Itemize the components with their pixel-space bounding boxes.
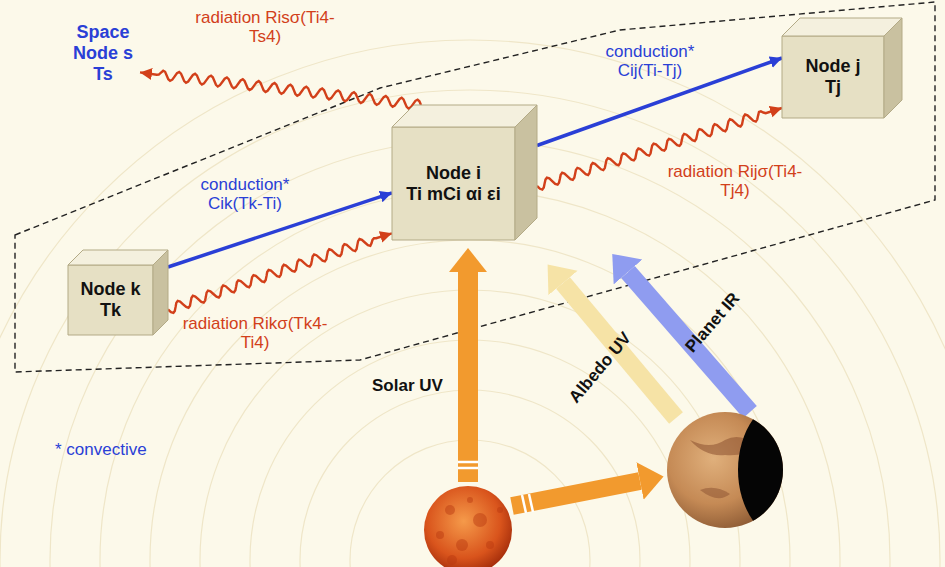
cube-face: [884, 18, 902, 118]
node-cube: Node jTj: [782, 18, 902, 118]
cube-face: [68, 265, 153, 335]
node-cube: Node iTi mCi αi εi: [392, 105, 537, 240]
radiation-label: radiation Risσ(Ti4-Ts4): [185, 8, 345, 46]
background-arcs: [0, 40, 945, 567]
conduction-label: conduction* Cik(Tk-Ti): [190, 175, 300, 213]
node-title: Node k: [80, 279, 140, 300]
node-title: Node i: [426, 163, 481, 184]
radiation-label: radiation Rijσ(Ti4-Tj4): [660, 162, 810, 200]
cube-face: [515, 105, 537, 240]
cube-face: [68, 250, 168, 265]
node-symbols: Ti mCi αi εi: [406, 184, 500, 205]
cube-face: [392, 105, 537, 127]
sun: [424, 486, 512, 567]
node-title: Node j: [805, 56, 860, 77]
planet: [667, 398, 842, 542]
cube-face: [782, 18, 902, 36]
node-symbols: Tj: [825, 77, 841, 98]
arrow-tail-stripes: [458, 462, 478, 468]
flux-label: Planet IR: [681, 288, 743, 355]
node-cube: Node kTk: [68, 250, 168, 335]
cube-face: [153, 250, 168, 335]
cube-face: [782, 36, 884, 118]
node-symbols: Tk: [100, 300, 121, 321]
node-symbols: Ts: [93, 64, 113, 85]
node-title: Space Node s: [66, 22, 140, 64]
radiation-arrow: [168, 233, 392, 313]
radiation-arrow: [140, 71, 421, 109]
flux-label: * convective: [55, 440, 147, 459]
cube-face: [392, 127, 515, 240]
solar-arrow: [458, 272, 478, 482]
conduction-label: conduction* Cij(Ti-Tj): [595, 42, 705, 80]
planet-ir-arrow: [628, 272, 750, 412]
radiation-label: radiation Rikσ(Tk4-Ti4): [180, 314, 330, 352]
flux-label: Solar UV: [372, 376, 443, 395]
space-node: Space Node sTs: [66, 22, 140, 85]
